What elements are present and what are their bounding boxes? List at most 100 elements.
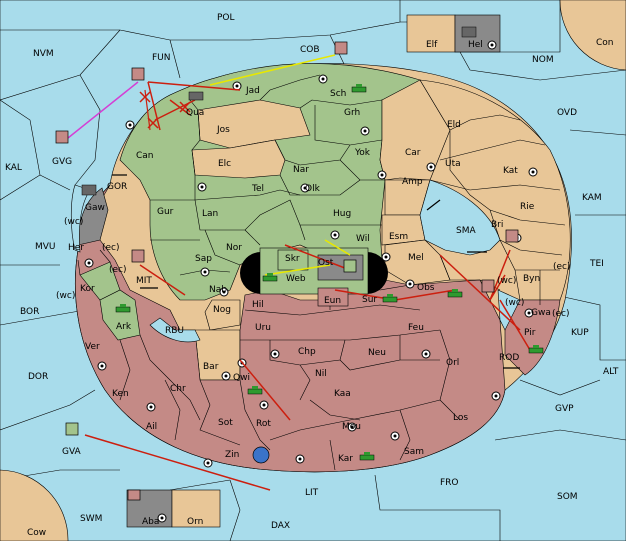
label-web: Web [286,274,306,284]
label-nom: NOM [532,55,554,65]
label-fro: FRO [440,478,459,488]
label-nil: Nil [315,369,327,379]
province-borders [77,74,566,471]
label-nvm: NVM [33,49,54,59]
label-sma: SMA [456,226,476,236]
label-eun: Eun [324,296,341,306]
region-orn[interactable] [171,489,221,528]
label-swm: SWM [80,514,102,524]
region-green-power[interactable] [119,63,421,301]
label-orn: Orn [187,517,203,527]
label-ec-1: (ec) [102,243,120,253]
region-jos[interactable] [197,99,311,149]
order-arrows [67,54,531,491]
label-jos: Jos [216,125,230,135]
label-mel: Mel [408,253,424,263]
label-eld: Eld [447,120,461,130]
region-cow[interactable] [0,469,69,541]
label-ost: Ost [318,258,334,268]
sea-sma-inner [419,179,501,256]
label-ark: Ark [116,322,132,332]
label-cob: COB [300,45,320,55]
label-lan: Lan [202,209,218,219]
label-som: SOM [557,492,578,502]
label-kup: KUP [571,328,589,338]
label-qwi: Qwi [233,373,250,383]
region-nog[interactable] [204,299,241,331]
label-bor: BOR [20,307,39,317]
x-marks [139,91,191,129]
label-zin: Zin [225,450,239,460]
label-hug: Hug [333,209,351,219]
label-wc-3: (wc) [56,291,75,301]
label-ver: Ver [85,342,100,352]
label-chp: Chp [298,347,316,357]
label-kar: Kar [338,454,353,464]
label-gor: GOR [107,182,127,192]
label-ken: Ken [112,389,129,399]
label-uta: Uta [445,159,461,169]
label-sur: Sur [362,295,377,305]
region-elc[interactable] [191,139,286,179]
label-gva: GVA [62,447,82,457]
label-uru: Uru [255,323,271,333]
label-rod: ROD [499,353,519,363]
label-jad: Jad [245,86,260,96]
label-rie: Rie [520,202,535,212]
label-wc-4: (wc) [505,298,524,308]
label-qua: Qua [186,108,204,118]
label-pir: Pir [524,328,536,338]
label-fun: FUN [152,53,171,63]
label-ec-4: (ec) [552,309,570,319]
label-ail: Ail [146,422,157,432]
label-amp: Amp [402,177,423,187]
label-dax: DAX [271,521,290,531]
label-her: Her [68,243,84,253]
label-skr: Skr [285,254,300,264]
label-nog: Nog [213,305,231,315]
label-yok: Yok [354,148,371,158]
label-elc: Elc [218,159,231,169]
sea-gor-channel [70,184,91,253]
fleet-units [55,26,519,501]
army-units [115,84,544,461]
region-elf[interactable] [406,14,456,53]
label-ovd: OVD [557,108,577,118]
label-hel: Hel [468,40,483,50]
label-feu: Feu [408,323,424,333]
region-con[interactable] [559,0,626,71]
label-con: Con [596,38,614,48]
label-kaa: Kaa [334,389,351,399]
label-wc-2: (wc) [497,276,516,286]
label-tei: TEI [589,259,604,269]
label-alt: ALT [603,367,619,377]
label-obs: Obs [417,283,435,293]
label-sot: Sot [218,418,233,428]
label-gvp: GVP [555,404,574,414]
label-rbu: RBU [165,326,184,336]
label-hil: Hil [252,300,264,310]
label-wil: Wil [356,234,370,244]
region-east-neutral[interactable] [419,79,571,301]
label-car: Car [405,148,421,158]
label-rot: Rot [256,419,271,429]
sea-rbu-channel [149,317,201,343]
label-bri: Bri [491,220,503,230]
label-cow: Cow [27,528,46,538]
label-orl: Orl [446,358,459,368]
label-grh: Grh [344,108,360,118]
label-mou: Mou [342,422,361,432]
special-unit-icon [252,446,270,464]
label-gaw: Gaw [85,203,105,213]
label-pol: POL [217,13,235,23]
label-ec-2: (ec) [109,265,127,275]
label-nar: Nar [293,165,309,175]
label-sam: Sam [404,447,424,457]
label-gwa: Gwa [531,308,551,318]
label-kor: Kor [80,284,95,294]
label-chr: Chr [170,384,186,394]
label-dor: DOR [28,372,48,382]
